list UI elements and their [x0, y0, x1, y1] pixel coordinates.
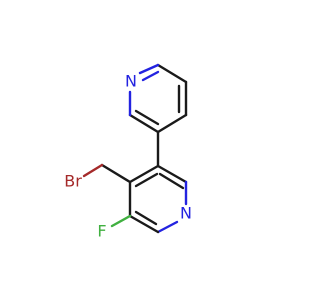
bond-ch2: [100, 163, 132, 184]
bond: [156, 113, 188, 134]
atom-n-bottom: N: [180, 204, 192, 223]
atom-br: Br: [64, 172, 82, 191]
bond-double-inner: [158, 172, 185, 190]
bond-to-n: [156, 220, 179, 234]
bond-double-inner-n: [141, 70, 160, 82]
pyridine-ring-bottom: [128, 164, 188, 234]
bond: [128, 214, 160, 234]
bond-double-inner: [134, 109, 160, 126]
molecule-diagram: N N Br F: [64, 63, 192, 241]
atom-n-top: N: [125, 72, 137, 91]
bond-to-n: [138, 63, 160, 75]
bond: [128, 164, 160, 184]
bond-to-f: [110, 214, 132, 228]
bond-double-inner: [134, 172, 159, 188]
bond-double-inner: [134, 210, 158, 226]
bond: [156, 63, 188, 84]
bond-to-br: [82, 163, 104, 178]
pyridine-ring-top: [128, 63, 188, 134]
bond: [128, 113, 160, 134]
bond: [156, 164, 188, 184]
atom-f: F: [97, 222, 106, 241]
